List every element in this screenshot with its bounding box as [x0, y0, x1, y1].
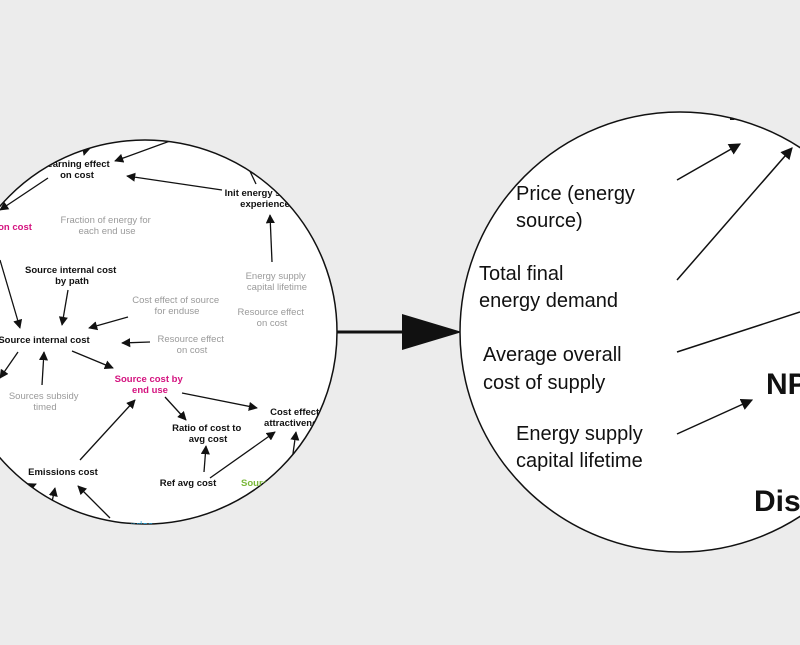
node-energy-source-experience: Energy source experience	[188, 110, 257, 132]
right-causal-diagram: Price (energy source) Total final energy…	[479, 94, 800, 550]
node-emissions-cost: Emissions cost	[28, 467, 99, 478]
node-progress-ratio: Prograss ratio	[114, 60, 179, 71]
right-zoom-circle	[459, 111, 800, 553]
node-capital-lifetime-left: Energy supply capital lifetime	[246, 271, 309, 293]
output-discount: Dis r	[754, 485, 800, 550]
zoom-arrow-icon	[402, 314, 462, 350]
node-resource-effect-1: Resource effect on cost	[237, 307, 306, 329]
node-sources-subsidy: Sources subsidy timed	[9, 391, 81, 413]
node-init-experience: Init energy souce experience	[225, 188, 306, 210]
node-resource-effect-2: Resource effect on cost	[157, 334, 226, 356]
node-cost-effect-source: Cost effect of source for enduse	[132, 295, 222, 317]
node-ref-avg-cost: Ref avg cost	[160, 478, 217, 489]
node-performance-std: Performan standar	[207, 533, 260, 555]
input-capital-lifetime: Energy supply capital lifetime	[516, 423, 648, 472]
node-learning-coeff: Learning coeff	[63, 114, 129, 125]
input-avg-cost: Average overall cost of supply	[483, 344, 627, 394]
node-source-cost-enduse: Source cost by end use	[115, 374, 186, 396]
input-total-demand: Total final energy demand	[479, 263, 618, 312]
node-learning-rate: t to learning on cost	[0, 69, 51, 91]
node-cost-effect-attract: Cost effect attractiveness	[264, 407, 328, 429]
node-on-cost: on cost	[0, 222, 33, 233]
output-revenue: Reve	[728, 94, 800, 127]
node-fraction-energy: Fraction of energy for each end use	[61, 215, 154, 237]
input-price: Price (energy source)	[516, 183, 641, 232]
output-npv: NP	[766, 368, 800, 401]
node-source-internal-path: Source internal cost by path	[25, 265, 119, 287]
node-ratio-cost: Ratio of cost to avg cost	[172, 423, 244, 445]
node-efficiency: Efficiency	[129, 565, 170, 576]
node-emissions-price: Emissions price start time	[80, 520, 156, 542]
node-learning-effect: Learning effect on cost	[42, 159, 113, 181]
node-source-internal-cost: Source internal cost	[0, 335, 90, 346]
node-target-emissions: Target emissions cost	[0, 548, 74, 570]
